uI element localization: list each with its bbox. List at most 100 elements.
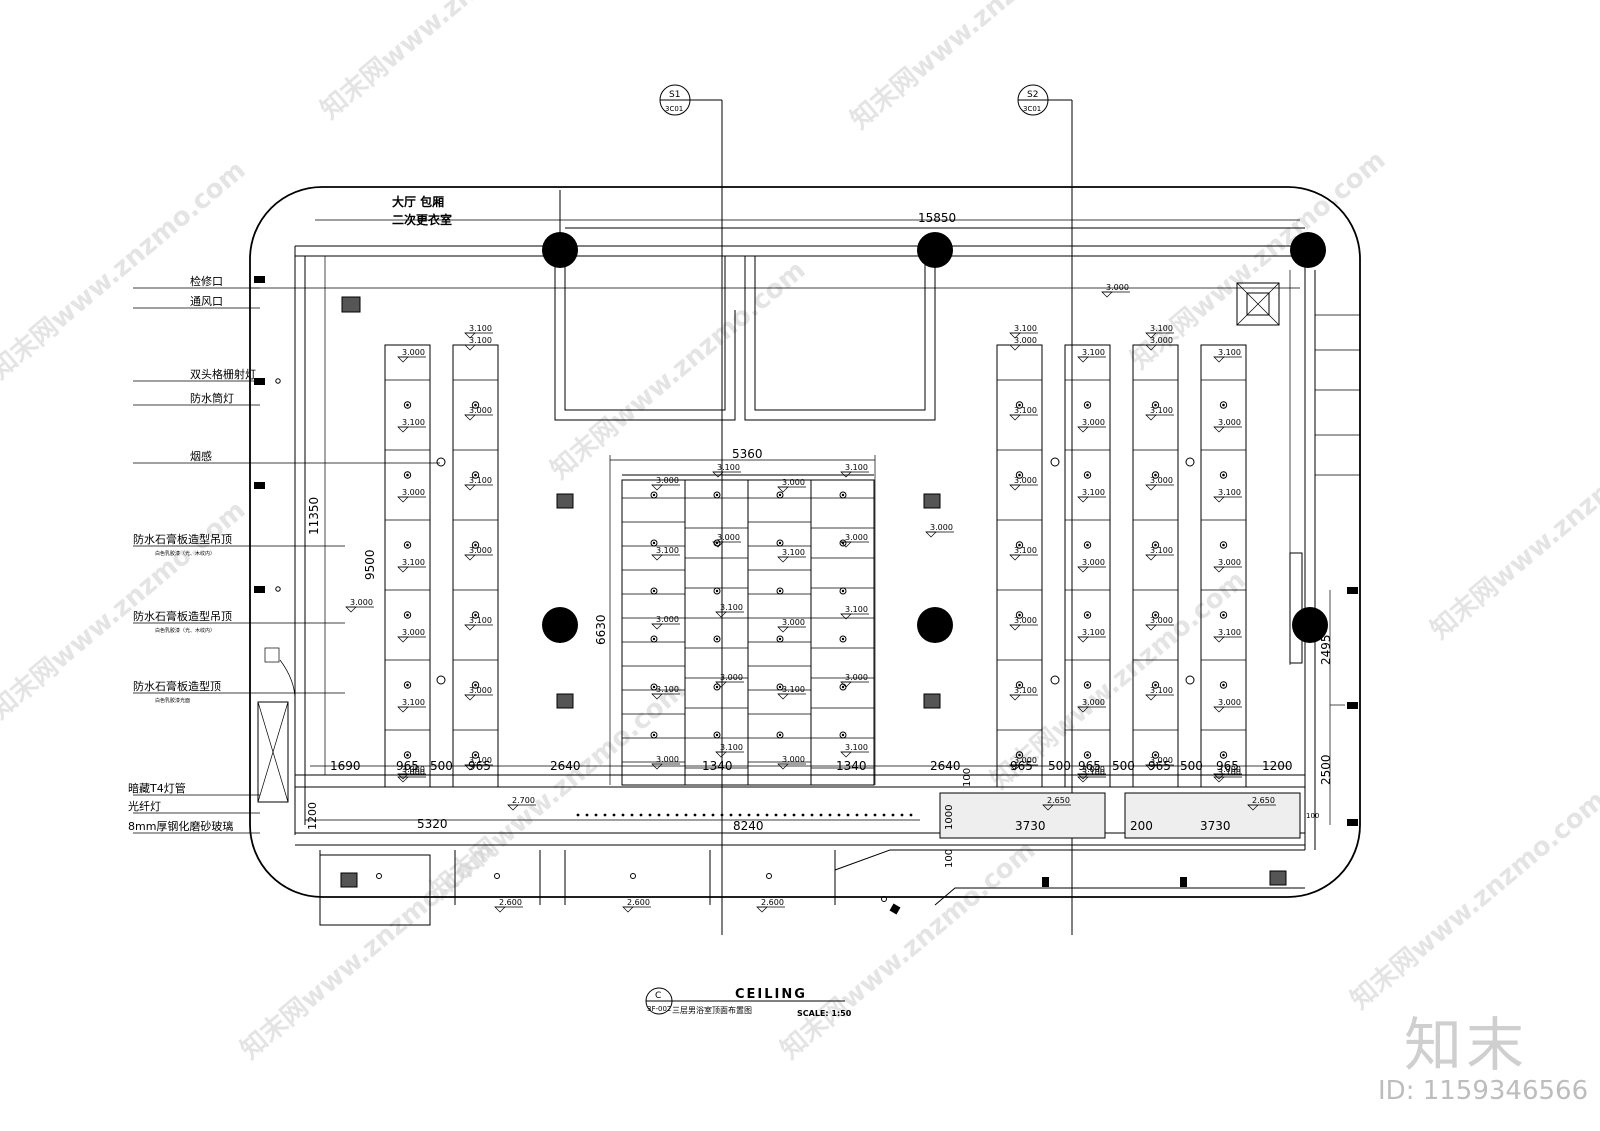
downlight-icon <box>713 683 721 691</box>
downlight-icon <box>1083 471 1092 479</box>
column <box>542 232 578 268</box>
elevation-mark: 3.000 <box>1218 765 1241 774</box>
fiber-light-dot <box>891 813 895 817</box>
elevation-mark: 2.600 <box>761 898 784 907</box>
elevation-mark: 3.100 <box>845 463 868 472</box>
elevation-mark: 3.100 <box>1014 324 1037 333</box>
downlight-icon <box>1219 541 1228 549</box>
elevation-mark: 3.000 <box>1106 283 1129 292</box>
elevation-mark: 3.000 <box>402 768 425 777</box>
elevation-mark: 3.000 <box>402 765 425 774</box>
outer-boundary <box>249 186 1361 898</box>
section-marker-sheet: 3C01 <box>665 105 683 113</box>
elevation-mark: 3.100 <box>1150 406 1173 415</box>
elevation-mark: 3.100 <box>1014 546 1037 555</box>
elevation-mark: 2.600 <box>627 898 650 907</box>
downlight-icon <box>1083 681 1092 689</box>
dim-strip-left: 5320 <box>417 817 448 831</box>
room-label-changing: 二次更衣室 <box>392 212 452 227</box>
inspection-hatch <box>1236 282 1280 326</box>
spotlight-icon <box>254 586 265 593</box>
fiber-light-dot <box>684 813 688 817</box>
downlight-icon <box>650 683 658 691</box>
fiber-light-dot <box>702 813 706 817</box>
elevation-mark: 3.000 <box>402 348 425 357</box>
fiber-light-dot <box>819 813 823 817</box>
downlight-icon <box>650 635 658 643</box>
dim-bottom-segment: 1340 <box>702 759 733 773</box>
elevation-mark: 3.000 <box>782 755 805 764</box>
downlight-icon <box>471 471 480 479</box>
downlight-icon <box>471 401 480 409</box>
elevation-mark: 3.000 <box>782 618 805 627</box>
elevation-mark: 3.100 <box>402 558 425 567</box>
fiber-light-dot <box>756 813 760 817</box>
section-marker-id: S2 <box>1027 90 1038 100</box>
downlight-icon <box>1151 471 1160 479</box>
spotlight-icon <box>254 276 265 283</box>
elevation-mark: 3.100 <box>656 546 679 555</box>
downlight-icon <box>1151 611 1160 619</box>
fiber-light-dot <box>828 813 832 817</box>
section-marker-id: S1 <box>669 90 680 100</box>
dim-strip-right-a: 3730 <box>1015 819 1046 833</box>
fiber-light-dot <box>801 813 805 817</box>
vent-icon <box>556 493 574 509</box>
elevation-mark: 3.100 <box>1014 406 1037 415</box>
elevation-mark: 3.000 <box>469 686 492 695</box>
downlight-icon <box>776 587 784 595</box>
downlight-icon <box>650 491 658 499</box>
downlight-icon <box>713 635 721 643</box>
drawing-subtitle: 三层男浴室顶面布置图 <box>672 1005 752 1015</box>
legend-label: 烟感 <box>190 449 212 463</box>
dim-right-upper: 2495 <box>1319 634 1333 665</box>
downlight-icon <box>1151 751 1160 759</box>
dim-bottom-segment: 500 <box>430 759 453 773</box>
dim-overall-width: 15850 <box>918 211 956 225</box>
dim-bottom-segment: 965 <box>396 759 419 773</box>
elevation-mark: 3.000 <box>1150 476 1173 485</box>
elevation-mark: 3.100 <box>1150 686 1173 695</box>
elevation-mark: 3.000 <box>469 406 492 415</box>
elevation-mark: 3.100 <box>845 605 868 614</box>
fiber-light-dot <box>900 813 904 817</box>
dim-bottom-segment: 500 <box>1112 759 1135 773</box>
downlight-icon <box>839 491 847 499</box>
elevation-mark: 3.000 <box>1014 616 1037 625</box>
downlight-icon <box>403 751 412 759</box>
legend-label: 光纤灯 <box>128 799 161 813</box>
elevation-mark: 2.600 <box>499 898 522 907</box>
watermark-text: 知末网www.znzmo.com <box>315 0 581 125</box>
dim-center-height: 6630 <box>594 614 608 645</box>
downlight-icon <box>776 539 784 547</box>
downlight-icon <box>471 751 480 759</box>
fiber-light-dot <box>774 813 778 817</box>
downlight-icon <box>1015 401 1024 409</box>
elevation-mark: 2.650 <box>1252 796 1275 805</box>
elevation-mark: 3.000 <box>1150 336 1173 345</box>
watermark-text: 知末网www.znzmo.com <box>845 0 1111 135</box>
elevation-mark: 3.100 <box>1150 324 1173 333</box>
dim-strip-mid: 8240 <box>733 819 764 833</box>
downlight-icon <box>650 587 658 595</box>
column <box>917 607 953 643</box>
elevation-mark: 3.000 <box>720 673 743 682</box>
fiber-light-dot <box>657 813 661 817</box>
legend-label: 双头格栅射灯 <box>190 367 256 381</box>
smoke-detector-icon <box>436 675 446 685</box>
elevation-mark: 3.100 <box>720 743 743 752</box>
downlight-icon <box>1151 681 1160 689</box>
elevation-mark: 3.100 <box>1218 768 1241 777</box>
legend-label: 防水石膏板造型顶 <box>133 679 221 693</box>
watermark-text: 知末网www.znzmo.com <box>0 155 251 385</box>
dim-bottom-segment: 965 <box>1216 759 1239 773</box>
elevation-mark: 3.100 <box>469 336 492 345</box>
smoke-detector-icon <box>1185 457 1195 467</box>
downlight-icon <box>839 539 847 547</box>
downlight-icon <box>1151 541 1160 549</box>
ceiling-panels <box>384 344 1247 788</box>
watermark-text: 知末网www.znzmo.com <box>235 835 501 1065</box>
dim-strip-right-b: 3730 <box>1200 819 1231 833</box>
fiber-light-dot <box>648 813 652 817</box>
